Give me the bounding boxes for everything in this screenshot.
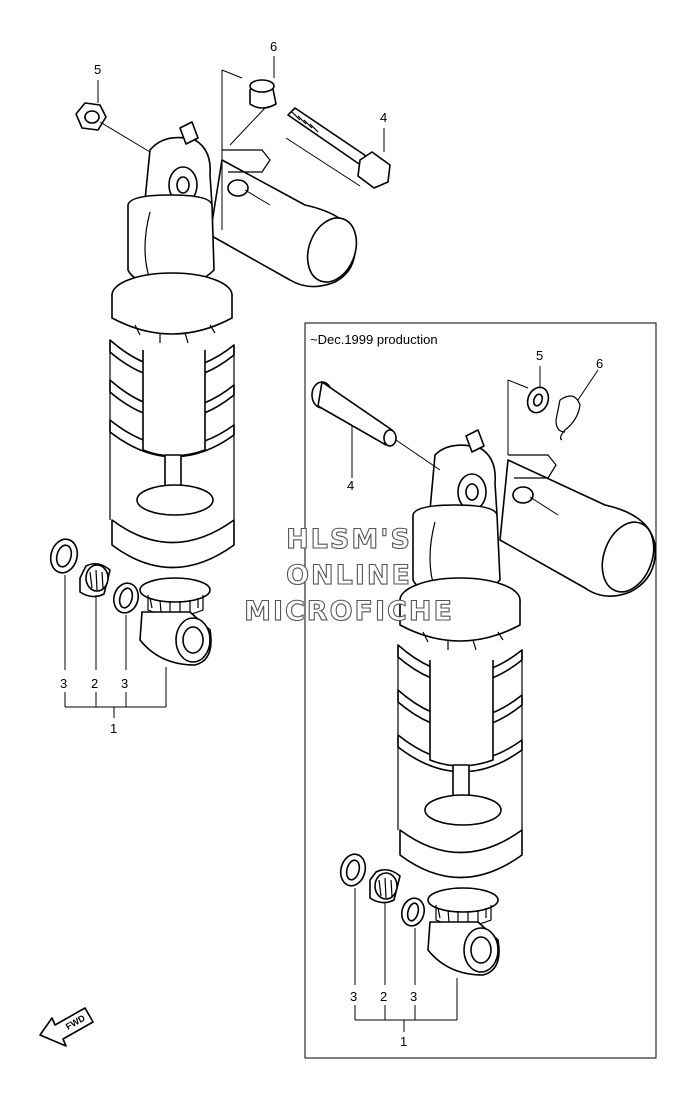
right-leader-lines <box>354 888 458 1032</box>
callout-left-3b: 3 <box>121 676 128 691</box>
left-reservoir <box>209 149 358 288</box>
callout-left-2: 2 <box>91 676 98 691</box>
right-lower-eye <box>427 921 500 976</box>
right-damper-body <box>429 660 494 806</box>
callout-right-6: 6 <box>596 356 603 371</box>
inset-frame <box>304 322 657 1059</box>
left-spring-seat-top <box>111 272 233 344</box>
fwd-arrow-badge: FWD <box>39 1007 94 1047</box>
callout-right-4: 4 <box>347 478 354 493</box>
left-upper-body <box>127 194 215 286</box>
callout-left-1: 1 <box>110 721 117 736</box>
inset-note: ~Dec.1999 production <box>310 332 438 347</box>
left-damper-body <box>142 350 206 496</box>
watermark-line-2: ONLINE <box>286 560 412 591</box>
fwd-arrow-icon <box>39 1007 94 1047</box>
left-bolt-4 <box>285 107 391 189</box>
right-reservoir <box>499 454 657 597</box>
right-pin-4 <box>311 381 441 478</box>
left-lower-eye <box>139 611 212 666</box>
right-clip-6 <box>555 369 599 441</box>
left-leader-lines <box>64 575 167 718</box>
callout-left-3a: 3 <box>60 676 67 691</box>
left-collar-6 <box>221 56 277 230</box>
callout-left-4: 4 <box>380 110 387 125</box>
callout-right-2: 2 <box>380 989 387 1004</box>
right-spring-seat-bottom <box>399 794 523 927</box>
right-hardware-stack <box>339 853 426 927</box>
callout-right-1: 1 <box>400 1034 407 1049</box>
callout-right-3a: 3 <box>350 989 357 1004</box>
watermark-line-3: MICROFICHE <box>244 596 454 627</box>
right-inset-panel: ~Dec.1999 production <box>304 322 657 1059</box>
watermark-line-1: HLSM'S <box>286 524 412 555</box>
callout-left-5: 5 <box>94 62 101 77</box>
right-washer-5 <box>507 366 550 455</box>
callout-right-3b: 3 <box>410 989 417 1004</box>
left-nut-5 <box>75 80 151 153</box>
right-spring-seat-top <box>399 577 521 651</box>
callout-left-6: 6 <box>270 39 277 54</box>
left-shock-assembly: 5 6 4 3 2 3 1 <box>49 39 391 736</box>
left-hardware-stack <box>49 538 140 614</box>
watermark: HLSM'S ONLINE MICROFICHE <box>244 523 454 627</box>
left-spring-seat-bottom <box>111 484 235 617</box>
callout-right-5: 5 <box>536 348 543 363</box>
